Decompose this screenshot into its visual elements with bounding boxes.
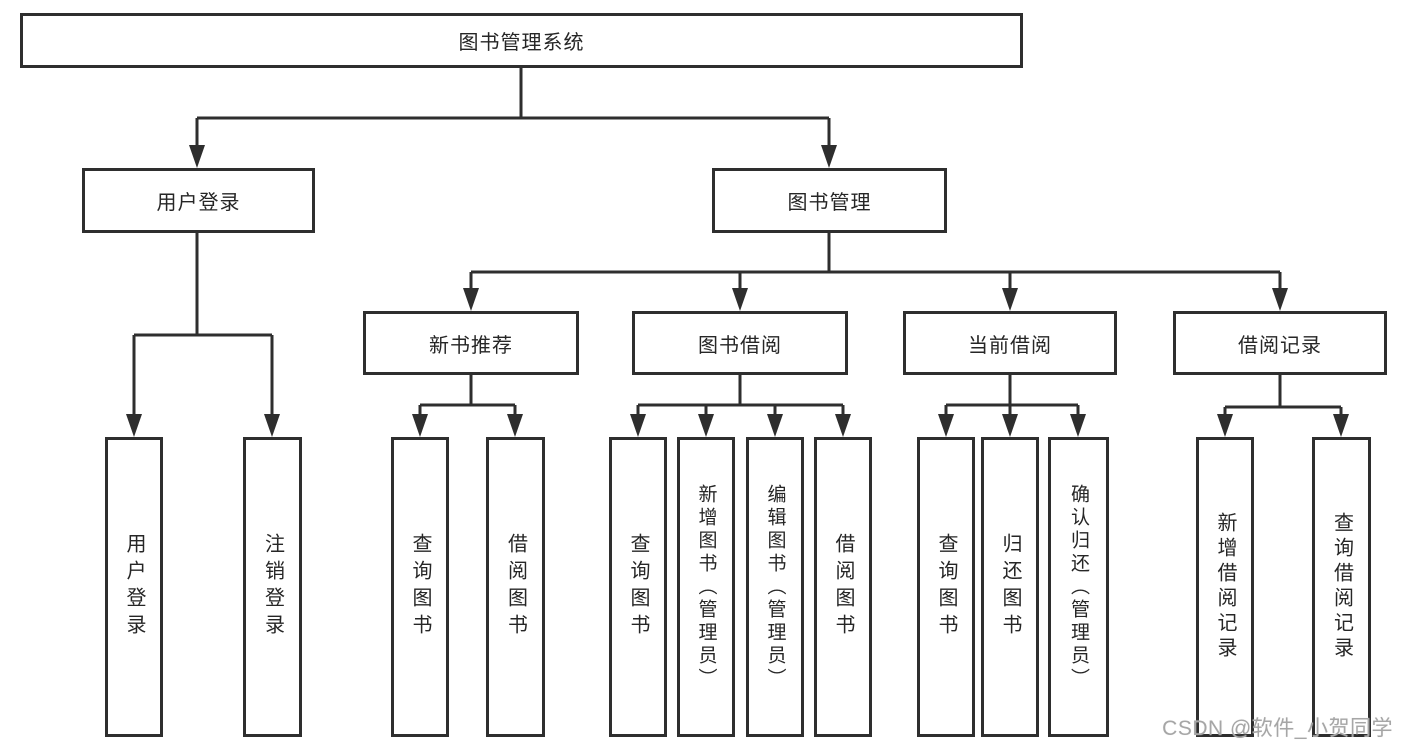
leaf-query-borrow-record: 查询借阅记录: [1312, 437, 1371, 737]
leaf-user-login: 用户登录: [105, 437, 163, 737]
leaf-add-borrow-record: 新增借阅记录: [1196, 437, 1254, 737]
leaf-add-borrow-record-label: 新增借阅记录: [1214, 512, 1236, 662]
leaf-borrow-books-borrowing-label: 借阅图书: [832, 533, 854, 641]
node-new-book-recommend-label: 新书推荐: [429, 334, 513, 357]
node-book-borrowing: 图书借阅: [632, 311, 848, 375]
leaf-add-book-admin: 新增图书（管理员）: [677, 437, 735, 737]
leaf-return-books: 归还图书: [981, 437, 1039, 737]
leaf-query-books-current-label: 查询图书: [935, 533, 957, 641]
node-root: 图书管理系统: [20, 13, 1023, 68]
node-book-management-label: 图书管理: [787, 192, 872, 214]
leaf-query-books-borrowing-label: 查询图书: [627, 533, 649, 641]
leaf-logout-label: 注销登录: [261, 533, 284, 641]
leaf-query-borrow-record-label: 查询借阅记录: [1330, 512, 1353, 662]
leaf-confirm-return-admin-label: 确认归还（管理员）: [1068, 483, 1089, 691]
node-current-borrowing: 当前借阅: [903, 311, 1117, 375]
leaf-query-books-newrec-label: 查询图书: [409, 533, 431, 641]
node-borrowing-records: 借阅记录: [1173, 311, 1387, 375]
leaf-return-books-label: 归还图书: [999, 533, 1021, 641]
node-new-book-recommend: 新书推荐: [363, 311, 579, 375]
leaf-add-book-admin-label: 新增图书（管理员）: [695, 483, 717, 691]
node-book-borrowing-label: 图书借阅: [698, 334, 782, 357]
leaf-query-books-current: 查询图书: [917, 437, 975, 737]
node-user-login-label: 用户登录: [156, 192, 241, 214]
leaf-query-books-borrowing: 查询图书: [609, 437, 667, 737]
node-current-borrowing-label: 当前借阅: [968, 334, 1052, 357]
node-borrowing-records-label: 借阅记录: [1238, 334, 1322, 357]
leaf-user-login-label: 用户登录: [123, 533, 145, 641]
leaf-borrow-books-newrec: 借阅图书: [486, 437, 545, 737]
leaf-edit-book-admin: 编辑图书（管理员）: [746, 437, 804, 737]
leaf-confirm-return-admin: 确认归还（管理员）: [1048, 437, 1109, 737]
leaf-logout: 注销登录: [243, 437, 302, 737]
leaf-query-books-newrec: 查询图书: [391, 437, 449, 737]
node-root-label: 图书管理系统: [458, 32, 585, 54]
node-user-login: 用户登录: [82, 168, 315, 233]
node-book-management: 图书管理: [712, 168, 947, 233]
csdn-watermark: CSDN @软件_小贺同学: [1162, 717, 1393, 740]
leaf-borrow-books-newrec-label: 借阅图书: [504, 533, 527, 641]
leaf-borrow-books-borrowing: 借阅图书: [814, 437, 872, 737]
leaf-edit-book-admin-label: 编辑图书（管理员）: [764, 483, 786, 691]
